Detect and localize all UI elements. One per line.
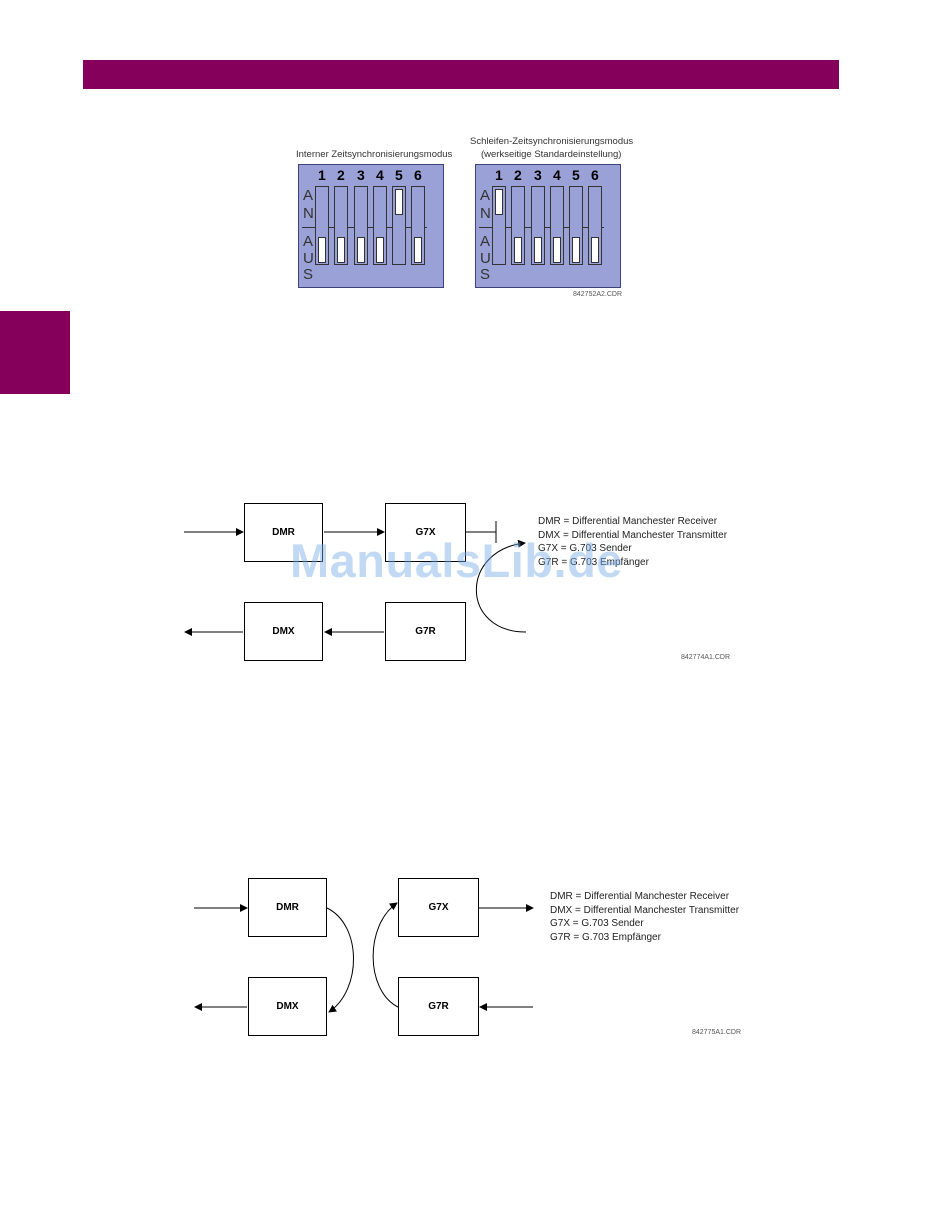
dip-left-switch-knob	[376, 237, 384, 263]
dip-right-switch-4	[550, 186, 564, 265]
dip-left-switch-3	[354, 186, 368, 265]
dip-right-switch-1	[492, 186, 506, 265]
dip-left-switch-5	[392, 186, 406, 265]
dip-left-switch-4	[373, 186, 387, 265]
dip-right-switch-number: 6	[591, 167, 599, 183]
legend-line: DMX = Differential Manchester Transmitte…	[538, 529, 728, 541]
dip-left-on-letter: A	[303, 187, 314, 204]
diagram1-code: 842774A1.CDR	[681, 654, 731, 661]
dip-left-switch-knob	[318, 237, 326, 263]
dip-right-off-letter: A	[480, 233, 491, 250]
diagram1-loop-arc	[476, 539, 527, 633]
dip-right-center-line	[491, 227, 604, 228]
dip-left-switch-knob	[414, 237, 422, 263]
diagram2-legend: DMR = Differential Manchester Receiver D…	[550, 890, 739, 944]
dip-right-switch-6	[588, 186, 602, 265]
diagram1-dmx-block: DMX	[244, 602, 323, 661]
dip-right-off-letter: U	[480, 250, 491, 267]
dip-left-switch-number: 5	[395, 167, 403, 183]
legend-line: G7X = G.703 Sender	[538, 543, 632, 554]
dip-right-switch-knob	[495, 189, 503, 215]
legend-line: G7X = G.703 Sender	[550, 918, 644, 929]
dip-left-on-off-divider	[302, 227, 314, 228]
diagram1-legend: DMR = Differential Manchester Receiver D…	[538, 515, 727, 569]
legend-line: DMX = Differential Manchester Transmitte…	[550, 904, 740, 916]
dip-right-switch-knob	[534, 237, 542, 263]
dip-left-switch-number: 3	[357, 167, 365, 183]
dip-right-switch-knob	[572, 237, 580, 263]
dip-right-switch-2	[511, 186, 525, 265]
dip-right-on-off-divider	[479, 227, 491, 228]
diagram2-dmr-block: DMR	[248, 878, 327, 937]
dip-left-switch-number: 2	[337, 167, 345, 183]
dip-left-off-letter: A	[303, 233, 314, 250]
dip-left-off-letter: S	[303, 266, 314, 283]
diagram2-dmx-block: DMX	[248, 977, 327, 1036]
dip-left-switch-6	[411, 186, 425, 265]
legend-line: DMR = Differential Manchester Receiver	[550, 891, 730, 902]
figure-code: 842752A2.CDR	[573, 291, 623, 298]
diagram2-dmr-dmx-arc	[326, 907, 354, 1013]
dip-right-switch-knob	[514, 237, 522, 263]
dip-left-switch-knob	[337, 237, 345, 263]
dip-left-title: Interner Zeitsynchronisierungsmodus	[296, 149, 453, 160]
dip-right-on-letter: N	[480, 205, 491, 222]
legend-line: G7R = G.703 Empfänger	[538, 556, 649, 568]
dip-right-switch-3	[531, 186, 545, 265]
dip-right-switch-number: 4	[553, 167, 561, 183]
diagram1-g7x-block: G7X	[385, 503, 466, 562]
dip-left-switch-number: 1	[318, 167, 326, 183]
dip-left-on-letter: N	[303, 205, 314, 222]
dip-left-switch-number: 4	[376, 167, 384, 183]
diagram1-g7r-block: G7R	[385, 602, 466, 661]
header-bar	[83, 60, 839, 89]
dip-left-switch-knob	[357, 237, 365, 263]
dip-left-switch-knob	[395, 189, 403, 215]
dip-right-title-line1: Schleifen-Zeitsynchronisierungsmodus	[470, 136, 634, 147]
dip-left-switch-2	[334, 186, 348, 265]
diagram2-g7x-block: G7X	[398, 878, 479, 937]
dip-right-on-letter: A	[480, 187, 491, 204]
dip-left-off-letter: U	[303, 250, 314, 267]
legend-line: G7R = G.703 Empfänger	[550, 931, 661, 943]
diagram2-code: 842775A1.CDR	[692, 1029, 742, 1036]
dip-right-switch-number: 5	[572, 167, 580, 183]
diagram2-g7r-block: G7R	[398, 977, 479, 1036]
dip-right-switch-number: 2	[514, 167, 522, 183]
watermark: ManualsLib.de	[290, 534, 623, 587]
dip-left-center-line	[314, 227, 427, 228]
legend-line: DMR = Differential Manchester Receiver	[538, 516, 718, 527]
dip-right-switch-knob	[591, 237, 599, 263]
diagram1-dmr-block: DMR	[244, 503, 323, 562]
dip-left-switch-1	[315, 186, 329, 265]
dip-right-title-line2: (werkseitige Standardeinstellung)	[481, 149, 622, 160]
dip-right-switch-number: 3	[534, 167, 542, 183]
dip-left-switch-number: 6	[414, 167, 422, 183]
chapter-tab	[0, 311, 70, 394]
dip-right-off-letter: S	[480, 266, 491, 283]
diagram2-g7r-g7x-arc	[372, 902, 399, 1008]
dip-right-switch-knob	[553, 237, 561, 263]
dip-right-switch-5	[569, 186, 583, 265]
dip-right-switch-number: 1	[495, 167, 503, 183]
